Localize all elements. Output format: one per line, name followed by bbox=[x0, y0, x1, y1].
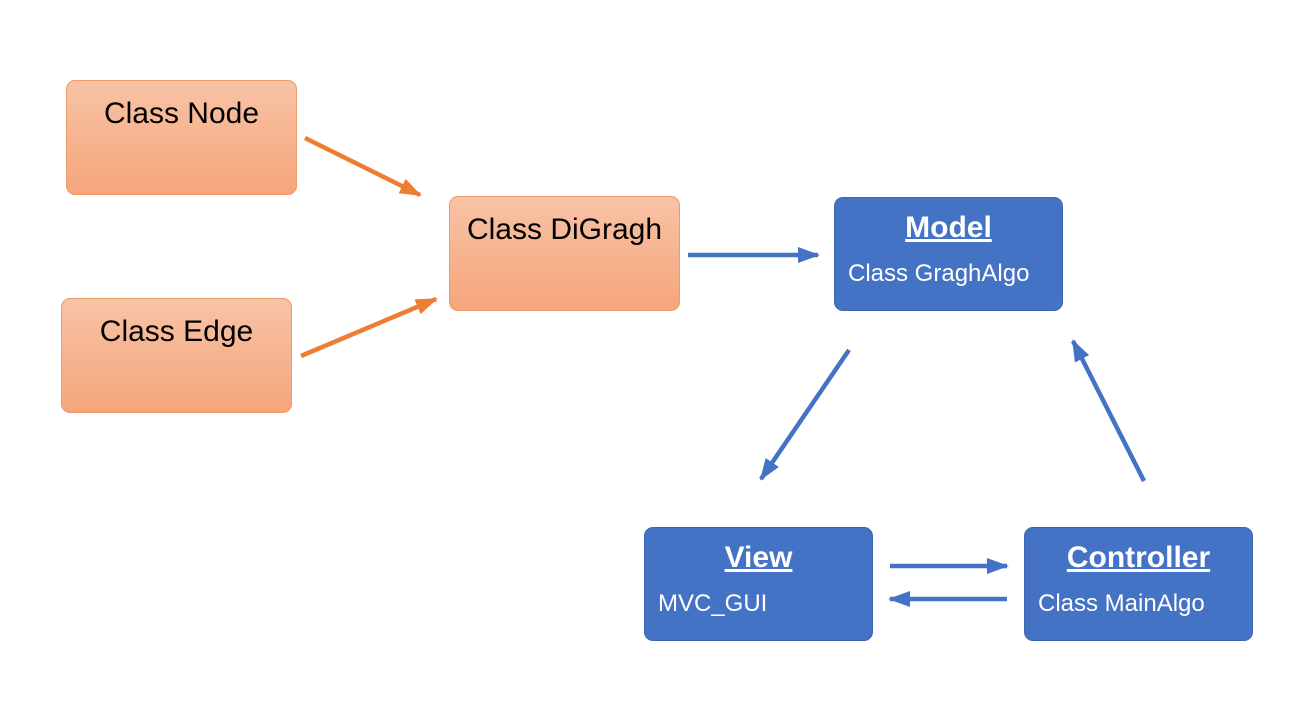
class-node-box: Class Node bbox=[66, 80, 297, 195]
view-title: View bbox=[724, 541, 793, 574]
class-edge-label: Class Edge bbox=[99, 315, 254, 348]
class-digraph-label: Class DiGragh bbox=[466, 213, 663, 246]
model-subtitle: Class GraghAlgo bbox=[848, 260, 1030, 287]
arrow-model-to-view bbox=[759, 348, 851, 481]
class-digraph-box: Class DiGragh bbox=[449, 196, 680, 311]
model-title: Model bbox=[905, 211, 992, 244]
view-subtitle: MVC_GUI bbox=[658, 590, 768, 617]
arrow-node-to-digraph bbox=[304, 135, 422, 198]
model-box: Model Class GraghAlgo bbox=[834, 197, 1063, 311]
class-node-label: Class Node bbox=[103, 97, 260, 130]
arrow-edge-to-digraph bbox=[300, 296, 438, 359]
class-edge-box: Class Edge bbox=[61, 298, 292, 413]
controller-title: Controller bbox=[1066, 541, 1211, 574]
arrow-controller-to-model bbox=[1070, 339, 1147, 483]
controller-box: Controller Class MainAlgo bbox=[1024, 527, 1253, 641]
controller-subtitle: Class MainAlgo bbox=[1038, 590, 1205, 617]
view-box: View MVC_GUI bbox=[644, 527, 873, 641]
